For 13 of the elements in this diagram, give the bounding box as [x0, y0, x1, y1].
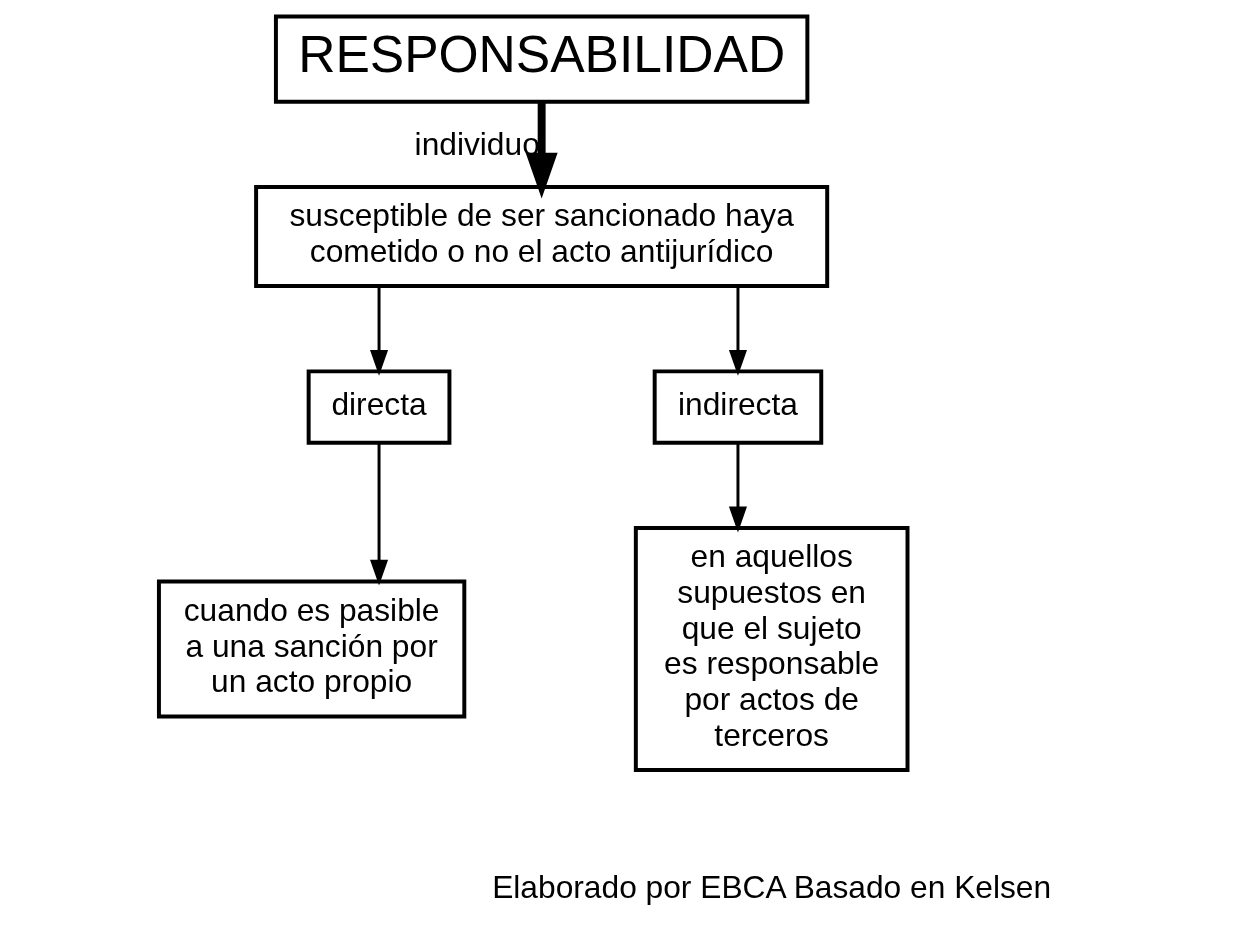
- node-box: en aquellos supuestos en que el sujeto es responsable por actos de terceros: [633, 526, 910, 772]
- edge-label: individuo: [414, 125, 540, 162]
- node-box: susceptible de ser sancionado haya cometido o no el acto antijurídico: [254, 184, 830, 289]
- label: Elaborado por EBCA Basado en Kelsen: [492, 869, 1052, 906]
- node-box: directa: [306, 369, 452, 445]
- node-box: cuando es pasible a una sanción por un acto propio: [156, 579, 467, 719]
- arrow: [370, 286, 389, 376]
- node-box: RESPONSABILIDAD: [273, 14, 810, 104]
- arrow: [370, 442, 389, 586]
- arrow: [728, 286, 747, 376]
- arrow: [525, 102, 558, 199]
- arrow: [728, 442, 747, 533]
- node-box: indirecta: [652, 369, 824, 445]
